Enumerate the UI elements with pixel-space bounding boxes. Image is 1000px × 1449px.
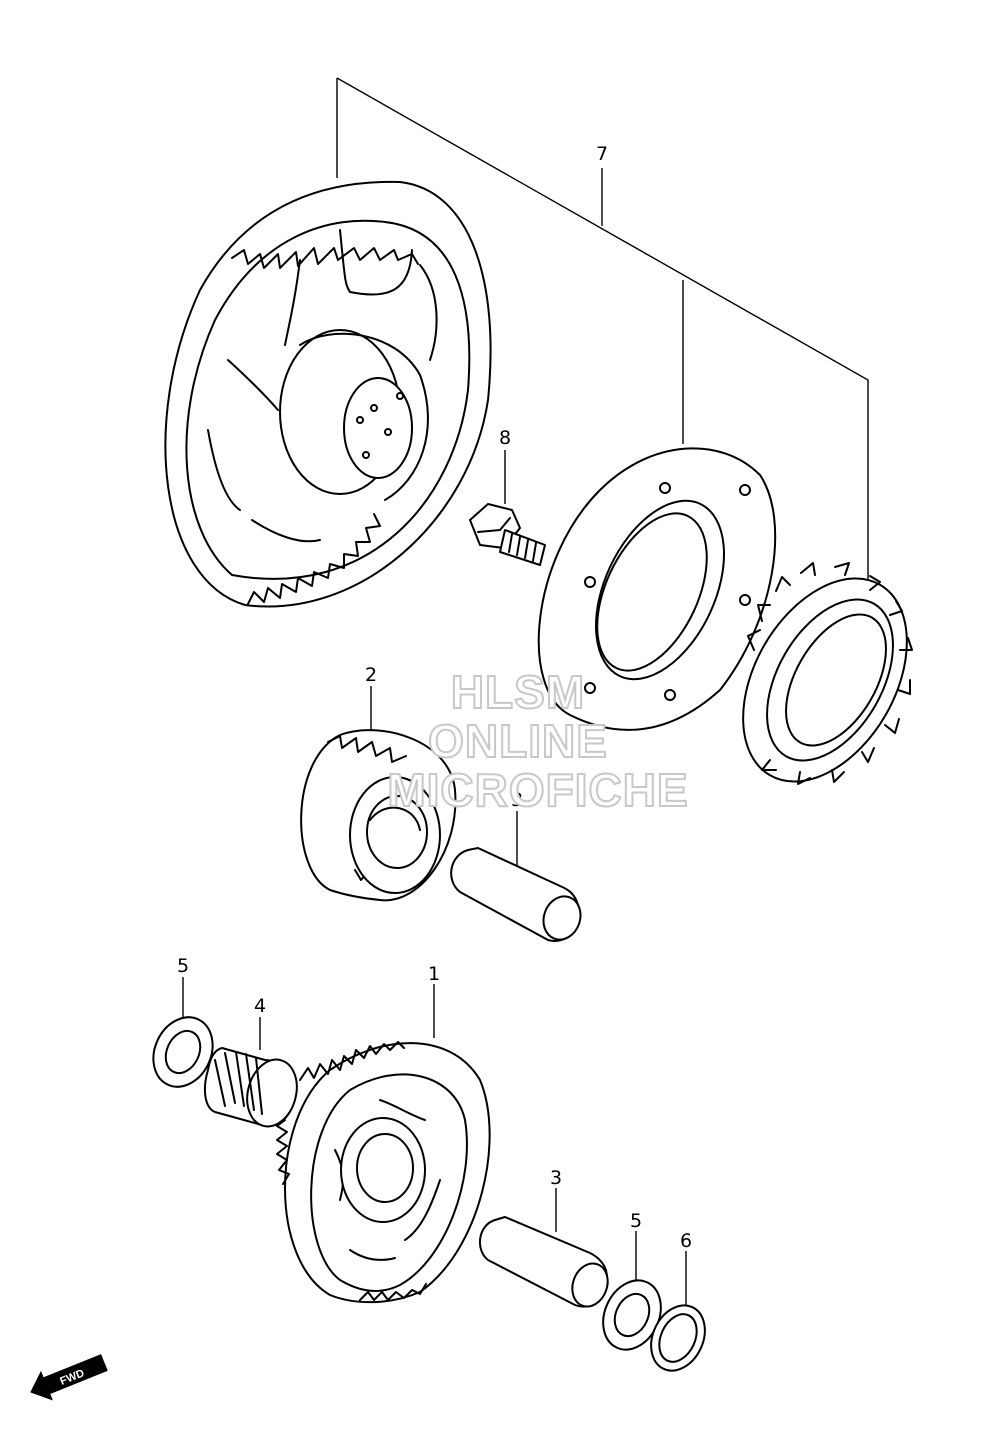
washer-left bbox=[152, 1016, 214, 1088]
label-part-5-left: 5 bbox=[177, 955, 189, 977]
needle-bearing bbox=[203, 1047, 298, 1128]
leader-lines bbox=[182, 77, 869, 1310]
label-part-8: 8 bbox=[499, 427, 511, 449]
starter-driven-gear bbox=[164, 180, 492, 608]
shaft-lower bbox=[479, 1216, 609, 1308]
label-part-4: 4 bbox=[254, 995, 266, 1017]
shaft-upper bbox=[450, 847, 582, 942]
label-part-7: 7 bbox=[596, 143, 608, 165]
label-part-5-right: 5 bbox=[630, 1210, 642, 1232]
fwd-arrow-icon: FWD bbox=[30, 1354, 108, 1401]
idle-gear bbox=[300, 729, 457, 902]
label-part-3-lower: 3 bbox=[550, 1167, 562, 1189]
clutch-housing bbox=[537, 447, 777, 731]
watermark-line-1: HLSM bbox=[451, 666, 585, 718]
watermark: HLSM ONLINE MICROFICHE bbox=[386, 665, 688, 817]
sprag-clutch bbox=[742, 562, 913, 785]
label-part-3-upper: 3 bbox=[511, 789, 523, 811]
bolt bbox=[469, 503, 546, 566]
shim-washer bbox=[650, 1304, 706, 1372]
label-part-1: 1 bbox=[428, 963, 440, 985]
label-part-6: 6 bbox=[680, 1230, 692, 1252]
reduction-gear bbox=[276, 1041, 491, 1304]
watermark-line-3: MICROFICHE bbox=[387, 764, 688, 816]
part-labels: 7 8 2 3 5 1 4 3 5 6 bbox=[177, 143, 692, 1252]
watermark-line-2: ONLINE bbox=[428, 715, 608, 767]
label-part-2: 2 bbox=[365, 664, 377, 686]
